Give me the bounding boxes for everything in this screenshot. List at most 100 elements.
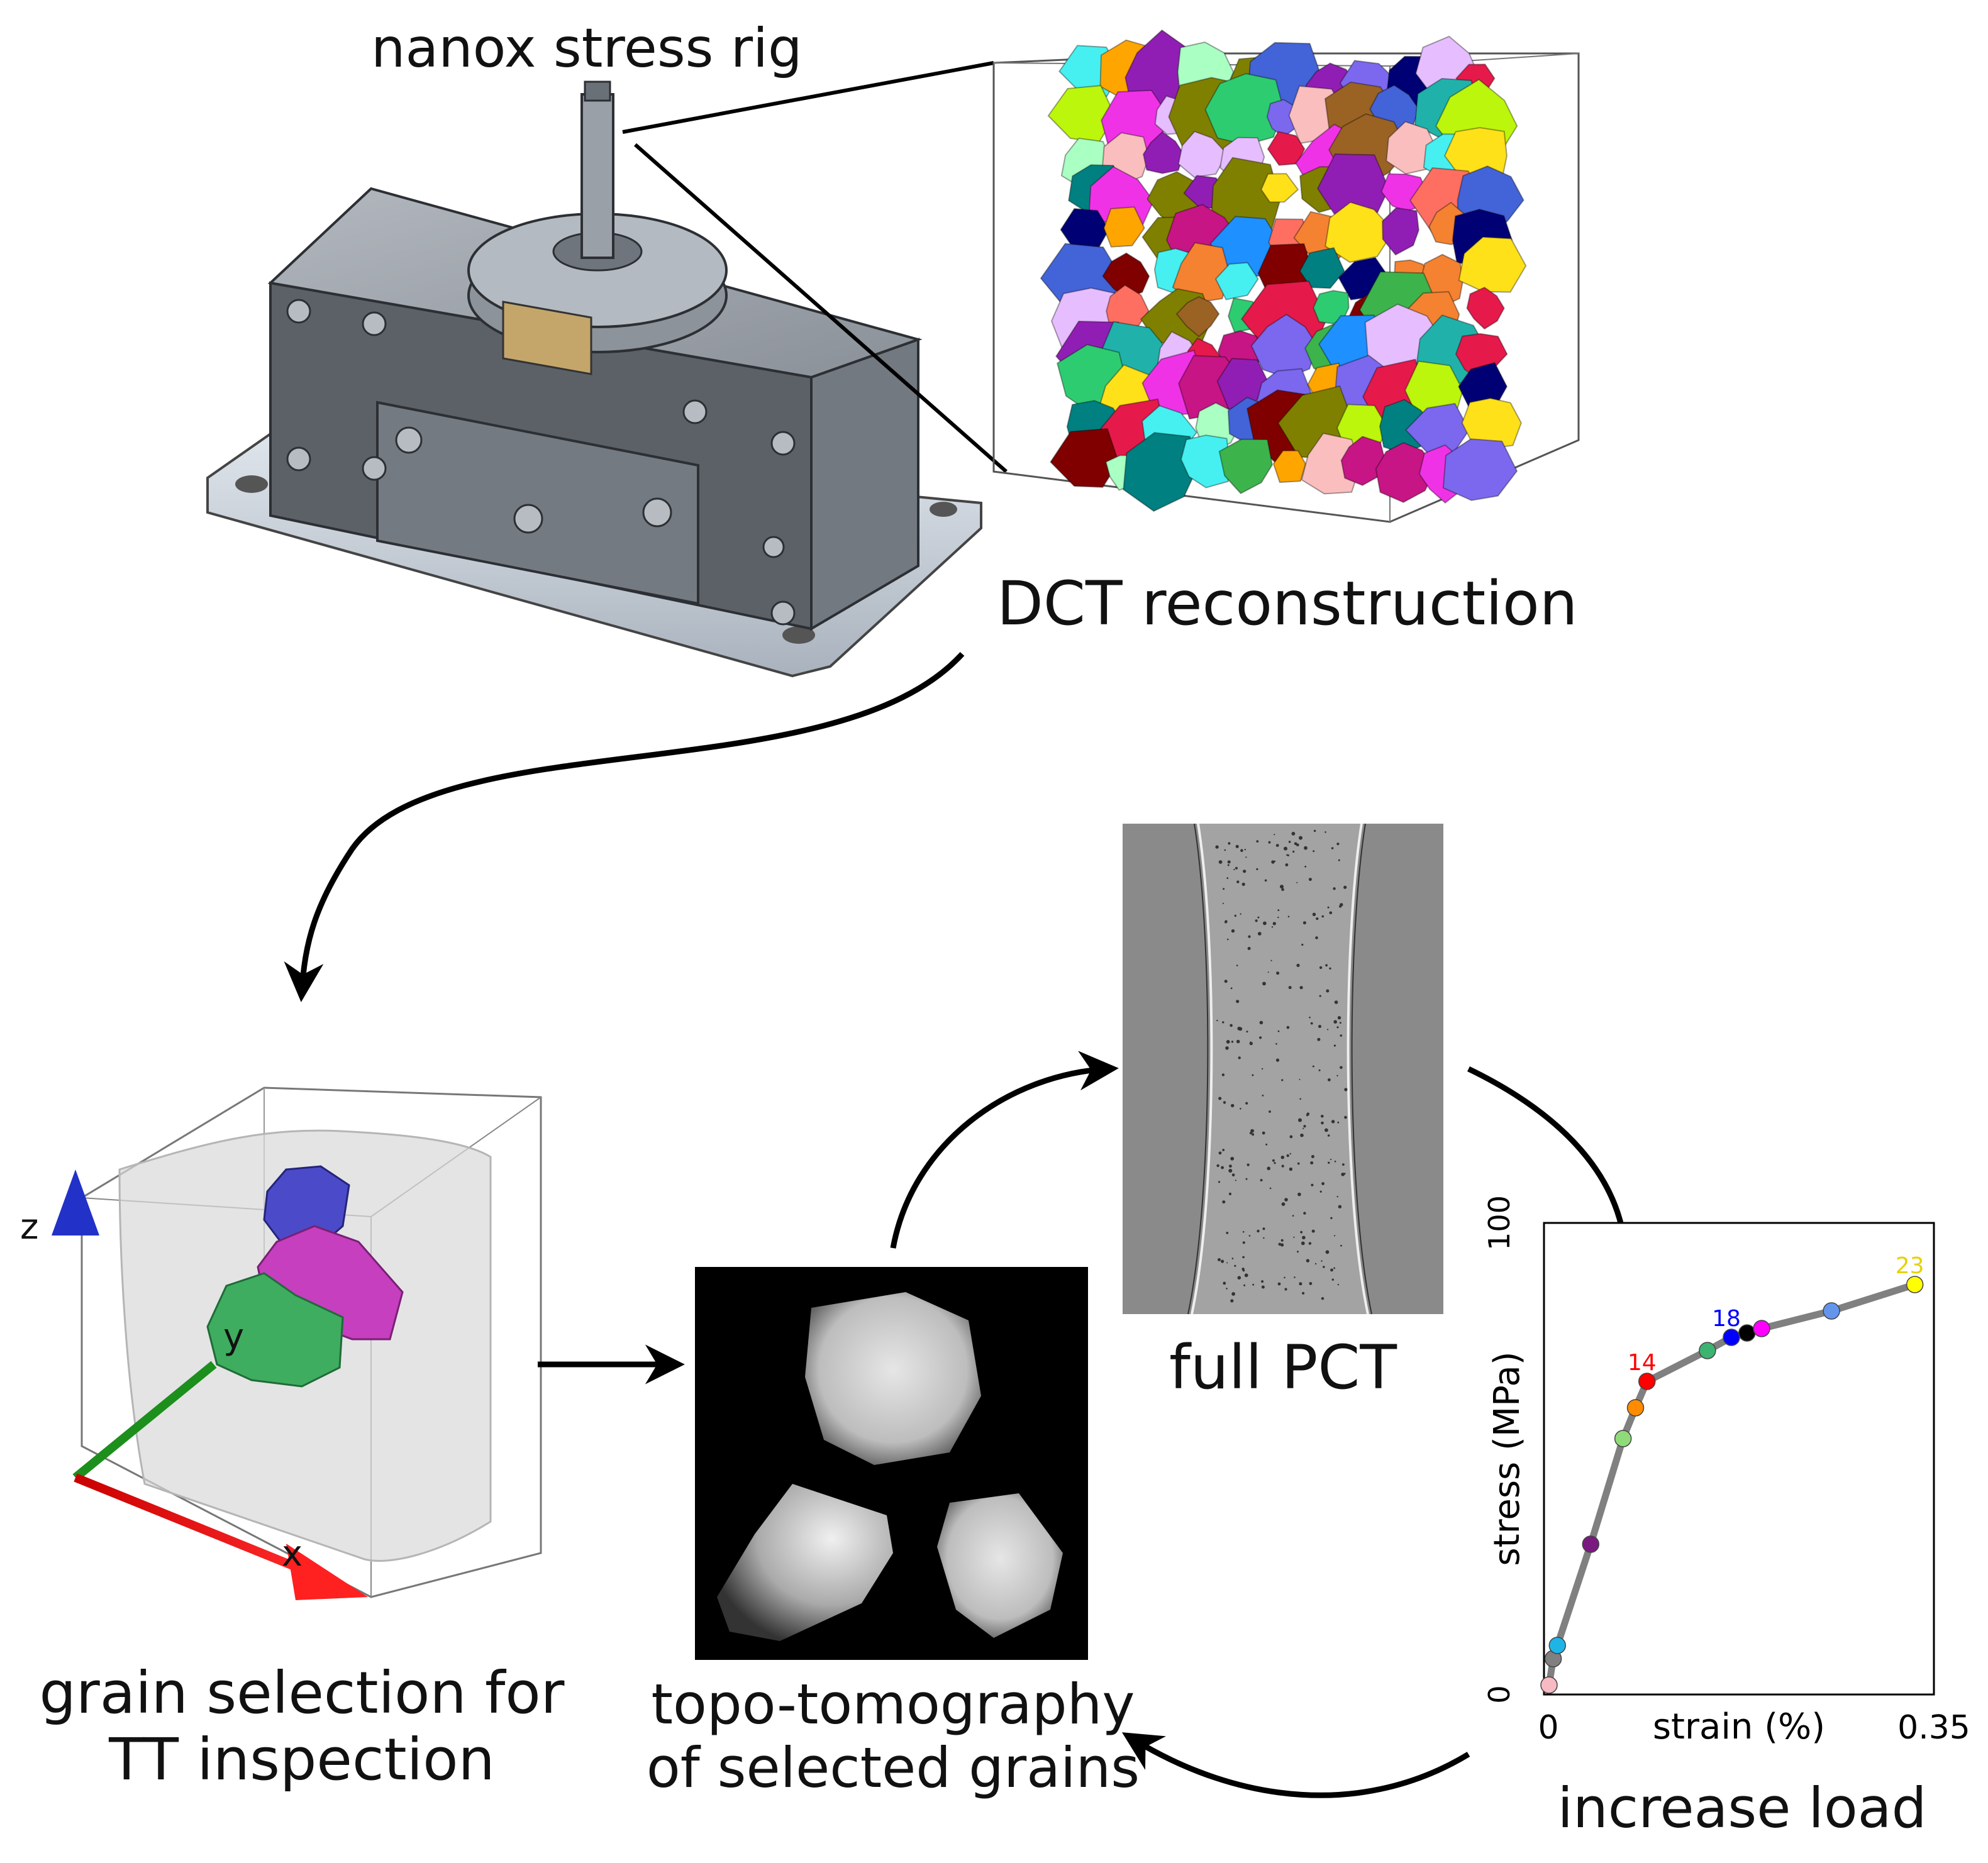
dct-grain: [1142, 131, 1185, 174]
pct-speckle: [1300, 1133, 1304, 1137]
pct-speckle: [1338, 1205, 1342, 1208]
pct-speckle: [1288, 986, 1292, 990]
pct-speckle: [1222, 902, 1224, 904]
pct-speckle: [1223, 888, 1225, 890]
pct-speckle: [1309, 1282, 1313, 1285]
pct-speckle: [1331, 847, 1334, 849]
dct-grain: [1180, 434, 1230, 489]
x-tick-label-min: 0: [1538, 1709, 1558, 1747]
pct-speckle: [1230, 1299, 1234, 1303]
pct-speckle: [1257, 1229, 1260, 1233]
data-point-9: [1723, 1329, 1740, 1346]
pct-speckle: [1252, 1283, 1255, 1286]
pct-speckle: [1284, 1198, 1288, 1202]
pct-speckle: [1221, 1073, 1225, 1076]
pct-speckle: [1321, 1121, 1324, 1125]
dct-grain: [1340, 436, 1386, 487]
pct-speckle: [1269, 1110, 1271, 1113]
pct-speckle: [1221, 1259, 1224, 1263]
pct-speckle: [1304, 865, 1307, 868]
label-increase-load: increase load: [1557, 1776, 1927, 1840]
label-topo-line1: topo-tomography: [651, 1672, 1135, 1737]
pct-speckle: [1286, 1025, 1290, 1029]
pct-speckle: [1321, 1260, 1323, 1262]
data-point-6: [1626, 1399, 1645, 1417]
pct-speckle: [1231, 1258, 1234, 1259]
pct-speckle: [1234, 1264, 1236, 1267]
dct-grain: [1175, 296, 1220, 338]
pct-speckle: [1257, 916, 1260, 919]
pct-speckle: [1296, 963, 1300, 967]
data-label-18: 18: [1712, 1306, 1741, 1332]
pct-speckle: [1237, 1276, 1241, 1280]
label-stress-rig: nanox stress rig: [371, 17, 802, 80]
pct-speckle: [1248, 935, 1251, 938]
pct-speckle: [1227, 938, 1229, 941]
dct-grain: [1216, 358, 1269, 411]
pct-speckle: [1230, 987, 1233, 990]
pct-speckle: [1330, 1158, 1332, 1161]
pct-speckle: [1326, 989, 1330, 993]
pct-speckle: [1276, 971, 1280, 975]
pct-speckle: [1333, 887, 1336, 890]
pct-speckle: [1323, 1266, 1325, 1268]
x-axis: [74, 1473, 310, 1576]
pct-speckle: [1238, 1056, 1241, 1059]
pct-speckle: [1309, 1016, 1311, 1019]
pct-speckle: [1222, 1200, 1226, 1204]
pct-speckle: [1336, 843, 1340, 846]
dct-grain: [1214, 262, 1259, 301]
pct-speckle: [1265, 1143, 1268, 1146]
pct-speckle: [1302, 1127, 1304, 1129]
pct-speckle: [1256, 840, 1259, 843]
pct-speckle: [1301, 1241, 1305, 1246]
pct-speckle: [1226, 877, 1229, 879]
pct-speckle: [1226, 1262, 1228, 1264]
pct-speckle: [1286, 1154, 1289, 1158]
dct-grain: [1260, 173, 1299, 203]
pct-speckle: [1337, 1016, 1341, 1020]
pct-speckle: [1312, 912, 1316, 917]
dct-grain: [1218, 438, 1273, 494]
pct-speckle: [1318, 1069, 1321, 1071]
pct-speckle: [1333, 1020, 1337, 1024]
pct-speckle: [1255, 919, 1258, 922]
dct-grain: [1324, 201, 1395, 263]
pct-speckle: [1312, 1065, 1314, 1068]
pct-speckle: [1338, 859, 1340, 861]
pct-speckle: [1289, 1135, 1293, 1139]
pct-speckle: [1218, 1151, 1222, 1155]
pct-speckle: [1343, 885, 1347, 889]
pct-speckle: [1321, 1297, 1324, 1300]
pct-speckle: [1319, 995, 1321, 997]
pct-speckle: [1336, 1026, 1339, 1029]
pct-speckle: [1328, 1078, 1331, 1081]
pct-speckle: [1302, 1291, 1305, 1295]
dct-grain: [1123, 432, 1197, 512]
pct-speckle: [1221, 1166, 1224, 1169]
pct-speckle: [1319, 966, 1323, 970]
pct-speckle: [1261, 1280, 1264, 1283]
pct-speckle: [1297, 1192, 1301, 1197]
pct-speckle: [1327, 1029, 1329, 1031]
pct-speckle: [1215, 845, 1219, 849]
pct-speckle: [1230, 1024, 1233, 1027]
pct-speckle: [1250, 1129, 1254, 1133]
pct-speckle: [1344, 1088, 1348, 1092]
pct-speckle: [1291, 832, 1296, 836]
label-dct-reconstruction: DCT reconstruction: [997, 568, 1578, 639]
pct-speckle: [1227, 860, 1231, 864]
dct-grain: [1050, 428, 1119, 488]
pct-speckle: [1308, 1242, 1312, 1245]
topo-tomography-image: [695, 1267, 1088, 1660]
pct-speckle: [1224, 980, 1228, 983]
pct-speckle: [1319, 1190, 1322, 1193]
zoom-line-bottom: [634, 143, 1008, 473]
arrow-chart-to-topo: [1121, 1732, 1470, 1798]
pct-speckle: [1281, 1202, 1286, 1206]
pct-speckle: [1228, 1192, 1232, 1195]
pct-speckle: [1342, 1163, 1345, 1166]
pct-speckle: [1271, 926, 1274, 928]
pct-speckle: [1297, 1162, 1300, 1165]
